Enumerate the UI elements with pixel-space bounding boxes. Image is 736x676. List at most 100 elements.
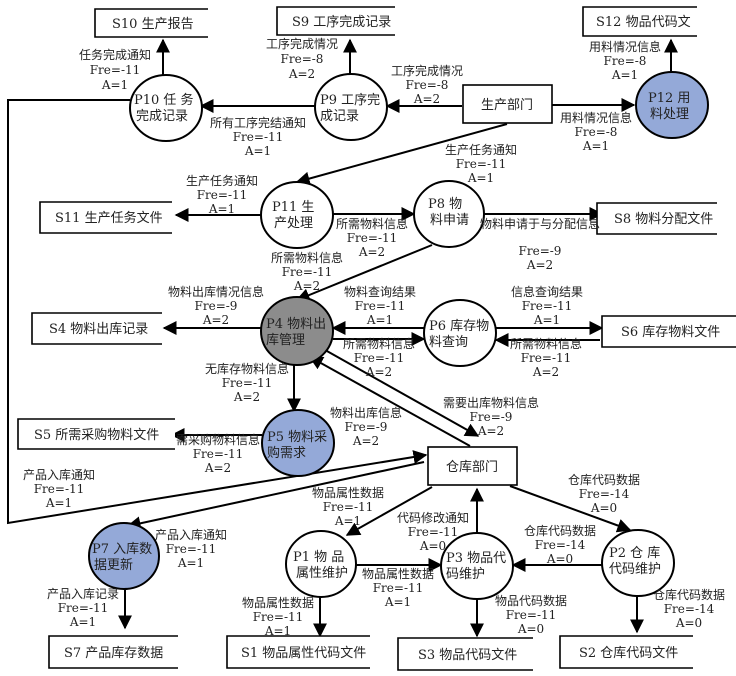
process-circle bbox=[601, 529, 675, 597]
process-label-line2: 码维护 bbox=[446, 567, 485, 582]
store-label: S5 所需采购物料文件 bbox=[34, 427, 159, 443]
flow-label-P11-S11: 生产任务通知 Fre=-11 A=1 bbox=[186, 173, 258, 216]
flow-label-P1-S1: 物品属性数据 Fre=-11 A=1 bbox=[242, 595, 314, 638]
store-S11[interactable]: S11 生产任务文件 bbox=[39, 201, 172, 234]
process-circle bbox=[285, 530, 357, 598]
store-S7[interactable]: S7 产品库存数据 bbox=[48, 635, 178, 669]
store-S6[interactable]: S6 库存物料文件 bbox=[601, 315, 736, 348]
flow-fre: Fre=-11 bbox=[373, 581, 424, 595]
process-circle bbox=[413, 180, 485, 248]
process-P3[interactable]: P3 物品代 码维护 bbox=[440, 532, 514, 600]
process-P4[interactable]: P4 物料出 库管理 bbox=[260, 296, 334, 366]
flow-name: 工序完成情况 bbox=[266, 36, 338, 51]
flow-fre: Fre=-11 bbox=[323, 500, 374, 514]
flow-name: 信息查询结果 bbox=[511, 284, 583, 299]
process-P10[interactable]: P10 任 务 完成记录 bbox=[129, 74, 203, 142]
flow-name: 任务完成通知 bbox=[79, 47, 151, 62]
flow-a: A=1 bbox=[582, 139, 609, 153]
store-S8[interactable]: S8 物料分配文件 bbox=[596, 202, 717, 235]
flow-label-wh-P2: 仓库代码数据 Fre=-14 A=0 bbox=[568, 472, 640, 515]
flow-a: A=1 bbox=[384, 595, 411, 609]
flow-a: A=1 bbox=[244, 144, 271, 158]
flow-name: 物料出库情况信息 bbox=[168, 284, 264, 299]
flow-label-P6-P4: 物料查询结果 Fre=-11 A=1 bbox=[344, 285, 416, 327]
flow-a: A=1 bbox=[101, 78, 128, 92]
store-S10[interactable]: S10 生产报告 bbox=[94, 8, 208, 38]
process-P2[interactable]: P2 仓 库 代码维护 bbox=[601, 529, 675, 597]
process-P8[interactable]: P8 物 料申请 bbox=[413, 180, 485, 248]
store-S1[interactable]: S1 物品属性代码文件 bbox=[226, 635, 370, 669]
flow-fre: Fre=-11 bbox=[90, 63, 141, 77]
store-S3[interactable]: S3 物品代码文件 bbox=[397, 637, 533, 671]
flow-label-P4-wh: 需要出库物料信息 Fre=-9 A=2 bbox=[443, 395, 539, 438]
flow-P8-P4 bbox=[295, 244, 433, 302]
flow-label-P12-S12: 用料情况信息 Fre=-8 A=1 bbox=[589, 39, 661, 82]
flow-label-P2-S2: 仓库代码数据 Fre=-14 A=0 bbox=[653, 587, 725, 630]
process-P6[interactable]: P6 库存物 料查询 bbox=[423, 299, 497, 367]
flow-name: 物品属性数据 bbox=[312, 485, 384, 500]
flow-label-P6-S6: 信息查询结果 Fre=-11 A=1 bbox=[511, 284, 583, 327]
store-S9[interactable]: S9 工序完成记录 bbox=[276, 6, 395, 36]
flow-label-P7-S7: 产品入库记录 Fre=-11 A=1 bbox=[47, 586, 119, 629]
flow-fre: Fre=-11 bbox=[253, 610, 304, 624]
flow-label-wh-P4: 物料出库信息 Fre=-9 A=2 bbox=[330, 405, 402, 448]
flow-fre: Fre=-11 bbox=[166, 542, 217, 556]
process-P7[interactable]: P7 入库数 据更新 bbox=[88, 522, 160, 590]
flow-wh-P2 bbox=[509, 485, 632, 533]
process-label-line2: 属性维护 bbox=[296, 566, 348, 581]
process-P12[interactable]: P12 用 料处理 bbox=[635, 71, 709, 139]
flow-name: 无库存物料信息 bbox=[205, 361, 289, 376]
store-S2[interactable]: S2 仓库代码文件 bbox=[559, 635, 693, 669]
flow-label-P10-wh: 产品入库通知 Fre=-11 A=1 bbox=[23, 467, 95, 510]
flow-a: A=1 bbox=[611, 68, 638, 82]
external-warehouse-dept[interactable]: 仓库部门 bbox=[427, 446, 518, 486]
process-label-line1: P9 工序完 bbox=[320, 93, 380, 108]
process-label-line1: P11 生 bbox=[272, 200, 314, 215]
flow-label-P4-S4: 物料出库情况信息 Fre=-9 A=2 bbox=[168, 284, 264, 327]
flow-label-P9-P10: 所有工序完结通知 Fre=-11 A=1 bbox=[210, 115, 306, 158]
flow-name: 生产任务通知 bbox=[445, 142, 517, 157]
process-P1[interactable]: P1 物 品 属性维护 bbox=[285, 530, 357, 598]
store-S5[interactable]: S5 所需采购物料文件 bbox=[17, 418, 175, 450]
external-label: 生产部门 bbox=[481, 98, 533, 113]
flow-fre: Fre=-11 bbox=[408, 525, 459, 539]
flow-name: 代码修改通知 bbox=[397, 510, 469, 525]
flow-label-P4-P5: 无库存物料信息 Fre=-11 A=2 bbox=[205, 361, 289, 404]
store-label: S6 库存物料文件 bbox=[621, 324, 720, 340]
flow-fre: Fre=-8 bbox=[604, 54, 647, 68]
flow-fre: Fre=-14 bbox=[579, 487, 630, 501]
process-P9[interactable]: P9 工序完 成记录 bbox=[314, 73, 388, 141]
store-S4[interactable]: S4 物料出库记录 bbox=[31, 312, 162, 345]
flow-a: A=2 bbox=[413, 92, 440, 106]
process-P5[interactable]: P5 物料采 购需求 bbox=[261, 409, 335, 477]
process-label-line2: 库管理 bbox=[266, 332, 305, 348]
flow-a: A=1 bbox=[264, 624, 291, 638]
flow-name: 产品入库通知 bbox=[23, 467, 95, 482]
flow-a: A=2 bbox=[233, 390, 260, 404]
flow-fre: Fre=-9 bbox=[470, 410, 513, 424]
flow-fre: Fre=-11 bbox=[456, 157, 507, 171]
flow-prod-P11 bbox=[295, 123, 508, 186]
flow-name: 物品属性数据 bbox=[362, 566, 434, 581]
flow-a: A=2 bbox=[532, 365, 559, 379]
store-label: S8 物料分配文件 bbox=[614, 212, 713, 227]
flow-label-prod-P11: 生产任务通知 Fre=-11 A=1 bbox=[445, 142, 517, 185]
external-production-dept[interactable]: 生产部门 bbox=[462, 84, 553, 124]
flow-fre: Fre=-9 bbox=[345, 420, 388, 434]
process-label-line2: 成记录 bbox=[320, 109, 359, 124]
store-S12[interactable]: S12 物品代码文 bbox=[582, 6, 697, 37]
store-label: S10 生产报告 bbox=[112, 17, 194, 32]
process-label-line1: P3 物品代 bbox=[446, 551, 506, 566]
flow-label-P10-S10: 任务完成通知 Fre=-11 A=1 bbox=[79, 47, 151, 92]
process-circle bbox=[88, 522, 160, 590]
external-label: 仓库部门 bbox=[446, 459, 498, 475]
process-circle bbox=[260, 296, 334, 366]
process-label-line1: P8 物 bbox=[428, 197, 462, 212]
process-P11[interactable]: P11 生 产处理 bbox=[260, 181, 334, 249]
process-label-line2: 据更新 bbox=[94, 557, 133, 573]
process-label-line1: P2 仓 库 bbox=[609, 545, 660, 561]
flow-fre: Fre=-8 bbox=[406, 78, 449, 92]
flow-name: 生产任务通知 bbox=[186, 173, 258, 188]
flow-name: 所需物料信息 bbox=[343, 336, 415, 351]
